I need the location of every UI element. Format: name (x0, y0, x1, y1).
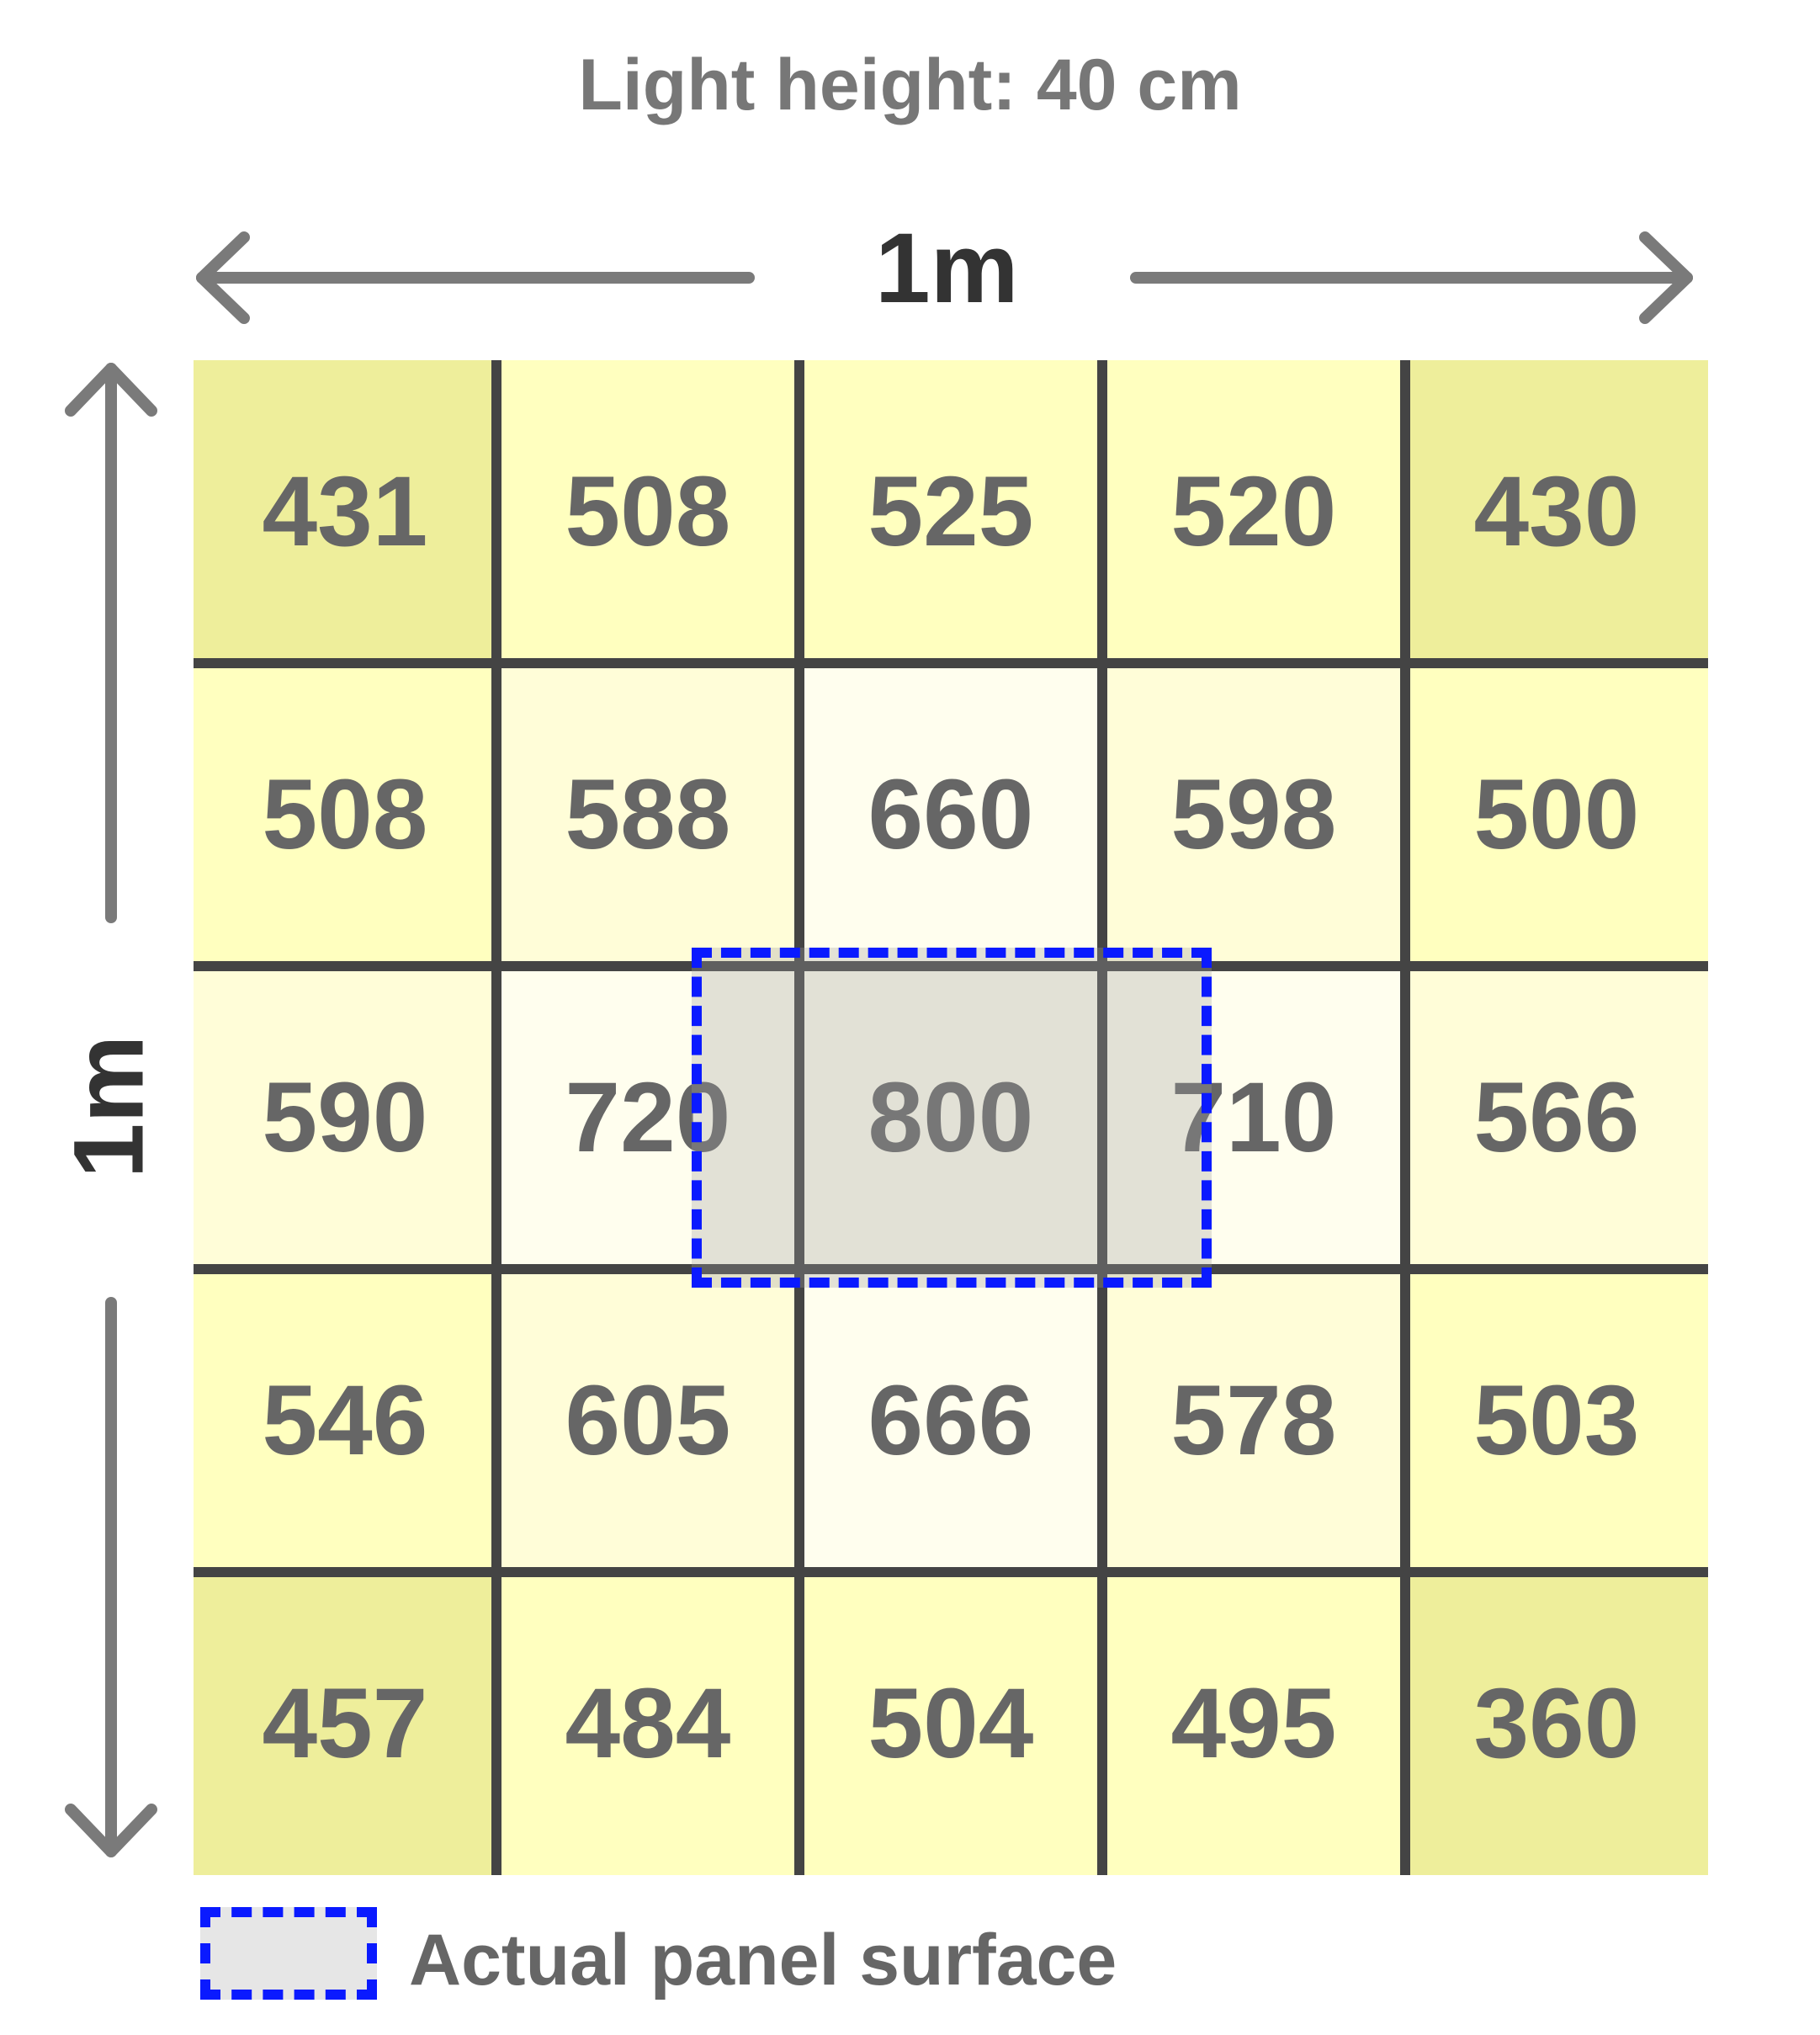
grid-cell: 360 (1405, 1572, 1708, 1875)
grid-cell: 520 (1102, 360, 1405, 663)
grid-cell: 598 (1102, 663, 1405, 966)
grid-cell: 605 (496, 1269, 799, 1572)
grid-cell: 431 (194, 360, 496, 663)
legend-label: Actual panel surface (409, 1920, 1117, 2000)
legend-swatch (200, 1907, 377, 2000)
grid-cell: 430 (1405, 360, 1708, 663)
height-label: 1m (53, 1034, 165, 1179)
grid-cell: 660 (799, 663, 1102, 966)
grid-cell: 578 (1102, 1269, 1405, 1572)
grid-cell: 495 (1102, 1572, 1405, 1875)
grid-cell: 484 (496, 1572, 799, 1875)
grid-cell: 666 (799, 1269, 1102, 1572)
width-label: 1m (875, 213, 1019, 324)
width-arrow (196, 231, 1693, 324)
grid-cell: 508 (496, 360, 799, 663)
grid-cell: 457 (194, 1572, 496, 1875)
grid-cell: 710 (1102, 966, 1405, 1269)
grid-cell: 588 (496, 663, 799, 966)
grid-cell: 566 (1405, 966, 1708, 1269)
grid-cell: 508 (194, 663, 496, 966)
grid-cell: 500 (1405, 663, 1708, 966)
chart-title: Light height: 40 cm (578, 45, 1242, 125)
grid-cell: 546 (194, 1269, 496, 1572)
grid-cell: 590 (194, 966, 496, 1269)
grid-cell: 504 (799, 1572, 1102, 1875)
grid-cell: 525 (799, 360, 1102, 663)
grid-cell: 800 (799, 966, 1102, 1269)
panel-surface-outline (692, 948, 1212, 1288)
grid-cell: 720 (496, 966, 799, 1269)
grid-cell: 503 (1405, 1269, 1708, 1572)
height-arrow (65, 363, 157, 1857)
grid-lines (194, 360, 1708, 1875)
